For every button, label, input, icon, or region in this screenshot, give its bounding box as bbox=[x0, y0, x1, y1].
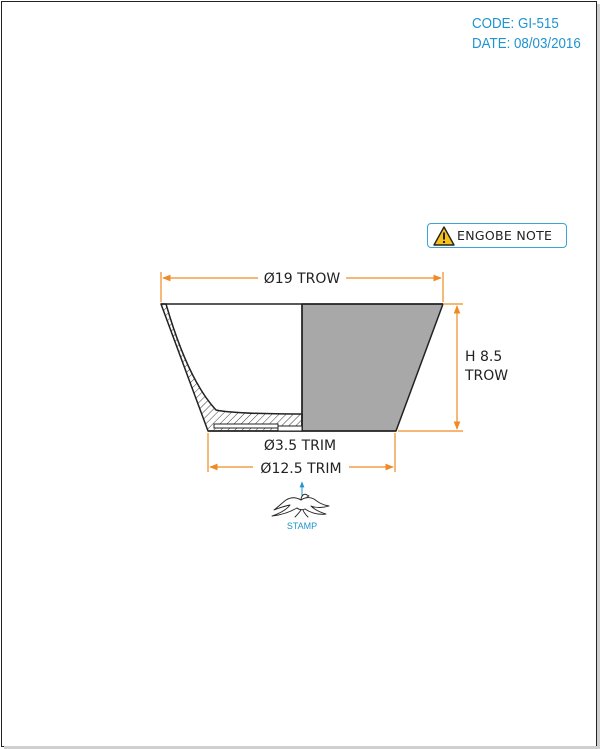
engobe-note-button[interactable]: ENGOBE NOTE bbox=[427, 223, 567, 248]
title-block: CODE: GI-515 DATE: 08/03/2016 bbox=[472, 14, 581, 54]
height-label-line2: TROW bbox=[464, 368, 508, 384]
foot-ring-groove bbox=[213, 423, 279, 429]
base-diameter-label: Ø12.5 TRIM bbox=[260, 461, 341, 477]
bowl-exterior-view bbox=[301, 303, 444, 432]
height-label-line1: H 8.5 bbox=[465, 349, 502, 365]
sheet-shadow-bottom bbox=[4, 746, 600, 749]
bird-stamp-icon bbox=[271, 493, 330, 518]
stamp-label: STAMP bbox=[287, 521, 317, 531]
height-dimension: H 8.5 TROW bbox=[398, 303, 511, 432]
engobe-note-label: ENGOBE NOTE bbox=[457, 228, 553, 243]
foot-diameter-label: Ø3.5 TRIM bbox=[264, 438, 336, 454]
foot-ring-step bbox=[277, 425, 303, 432]
bowl-section-wall bbox=[160, 303, 303, 432]
base-diameter-dimension: Ø12.5 TRIM bbox=[207, 433, 396, 477]
top-diameter-label: Ø19 TROW bbox=[264, 271, 341, 287]
product-code: CODE: GI-515 bbox=[472, 16, 559, 32]
sheet-shadow-right bbox=[597, 4, 600, 748]
warning-icon bbox=[433, 225, 455, 246]
drawing-date: DATE: 08/03/2016 bbox=[472, 36, 581, 52]
top-diameter-dimension: Ø19 TROW bbox=[160, 271, 444, 302]
